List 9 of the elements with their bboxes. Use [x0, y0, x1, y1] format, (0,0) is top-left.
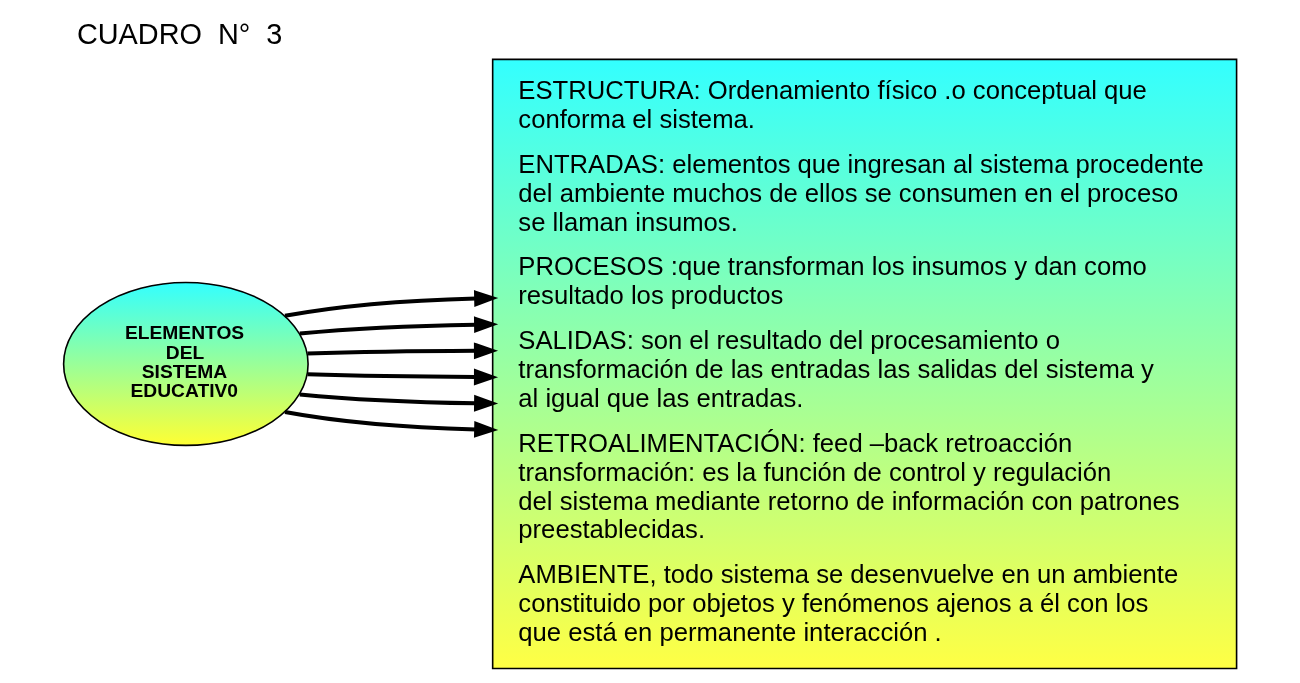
arrow [284, 410, 499, 438]
arrow [307, 342, 499, 360]
diagram-title: CUADRO N° 3 [76, 17, 283, 50]
node-ellipse: ELEMENTOS DEL SISTEMA EDUCATIV0 [62, 281, 309, 447]
node-box: ESTRUCTURA: Ordenamiento físico .o conceptual que conforma el sistema. ENTRADAS: elementos que ingresan al sistema procedente del ambiente muchos de ellos se consumen en el proceso se llaman insumos. PROCESOS :que transforman los insumos y dan como resultado los productos SALIDAS: son el resultado del procesamiento o transformación de las entradas las salidas del sistema y al igual que las entradas. RETROALIMENTACIÓN: feed –back retroacción transformación: es la función de control y regulación del sistema mediante retorno de información con patrones preestablecidas. AMBIENTE, todo sistema se desenvuelve en un ambiente constituido por objetos y fenómenos ajenos a él con los que está en permanente interacción . [491, 58, 1238, 670]
arrow [307, 368, 499, 386]
arrow [284, 290, 499, 318]
arrow [299, 392, 499, 412]
arrow [299, 316, 499, 336]
